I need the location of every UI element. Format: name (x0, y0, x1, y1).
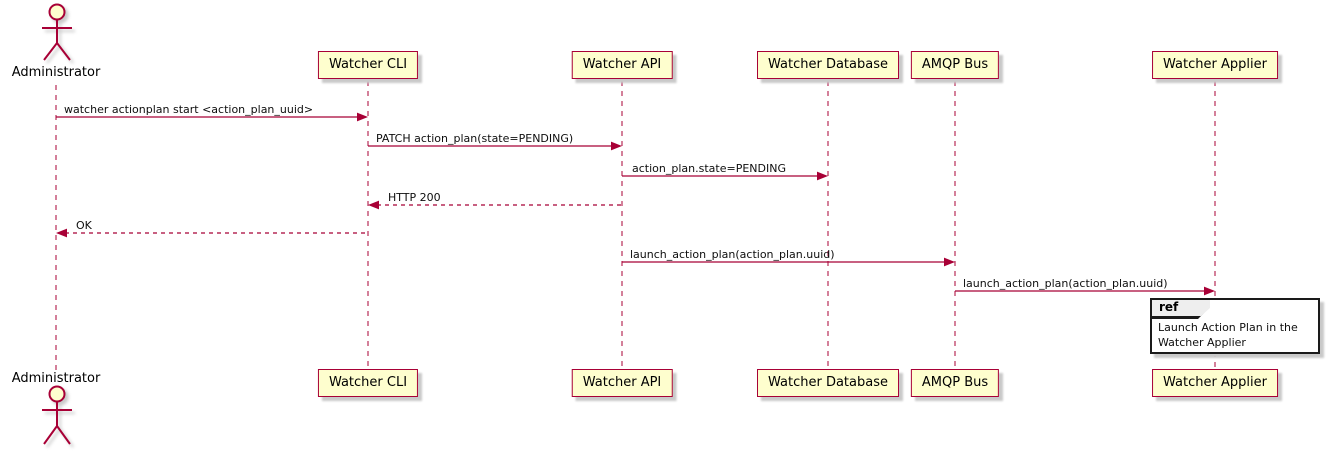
participant-top-watcher-cli: Watcher CLI (317, 51, 419, 79)
ref-text-line1: Launch Action Plan in the (1158, 321, 1298, 334)
ref-keyword: ref (1152, 300, 1210, 316)
ref-fragment: ref Launch Action Plan in the Watcher Ap… (1150, 298, 1320, 354)
message-label-1: watcher actionplan start <action_plan_uu… (64, 103, 314, 116)
participant-bottom-watcher-database: Watcher Database (757, 369, 899, 397)
participant-bottom-watcher-api: Watcher API (571, 369, 673, 397)
actor-label-bottom: Administrator (11, 371, 101, 386)
actor-icon-top (42, 3, 72, 61)
message-label-2: PATCH action_plan(state=PENDING) (376, 132, 574, 145)
participant-bottom-watcher-cli: Watcher CLI (317, 369, 419, 397)
message-label-4: HTTP 200 (388, 191, 441, 204)
message-arrow-2 (368, 141, 622, 151)
participant-bottom-watcher-applier: Watcher Applier (1152, 369, 1278, 397)
actor-icon-bottom (42, 385, 72, 445)
message-arrow-7 (955, 286, 1215, 296)
participant-top-watcher-api: Watcher API (571, 51, 673, 79)
ref-text-line2: Watcher Applier (1158, 336, 1246, 349)
participant-top-amqp-bus: AMQP Bus (910, 51, 1000, 79)
ref-text: Launch Action Plan in the Watcher Applie… (1158, 320, 1298, 350)
message-arrow-5 (56, 228, 368, 238)
message-label-6: launch_action_plan(action_plan.uuid) (630, 248, 835, 261)
message-label-3: action_plan.state=PENDING (632, 162, 786, 175)
message-arrow-1 (56, 112, 368, 122)
message-arrow-6 (622, 257, 955, 267)
message-label-7: launch_action_plan(action_plan.uuid) (963, 277, 1168, 290)
message-arrow-3 (622, 171, 828, 181)
message-arrow-4 (368, 200, 622, 210)
participant-bottom-amqp-bus: AMQP Bus (910, 369, 1000, 397)
message-label-5: OK (76, 219, 92, 232)
participant-top-watcher-database: Watcher Database (757, 51, 899, 79)
actor-label-top: Administrator (11, 65, 101, 80)
participant-top-watcher-applier: Watcher Applier (1152, 51, 1278, 79)
